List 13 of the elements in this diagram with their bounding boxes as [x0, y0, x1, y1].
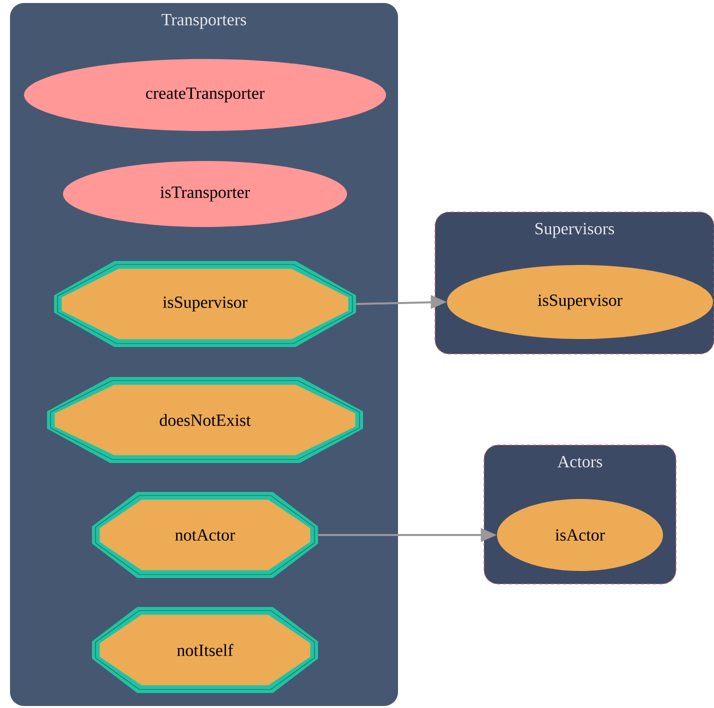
cluster-title: Actors: [558, 456, 602, 468]
double-octagon-node: notItself: [92, 607, 318, 693]
double-octagon-node: isSupervisor: [54, 261, 356, 347]
ellipse-node: createTransporter: [24, 59, 386, 131]
ellipse-node: isTransporter: [63, 161, 347, 227]
arrow: [318, 528, 497, 542]
double-octagon-node: doesNotExist: [47, 377, 363, 463]
double-octagon-node: notActor: [92, 492, 318, 578]
ellipse-node: isActor: [497, 499, 663, 571]
cluster-title: Transporters: [162, 14, 246, 29]
ellipse-node: isSupervisor: [447, 265, 713, 339]
cluster-title: Supervisors: [536, 222, 614, 238]
arrow: [356, 295, 447, 309]
